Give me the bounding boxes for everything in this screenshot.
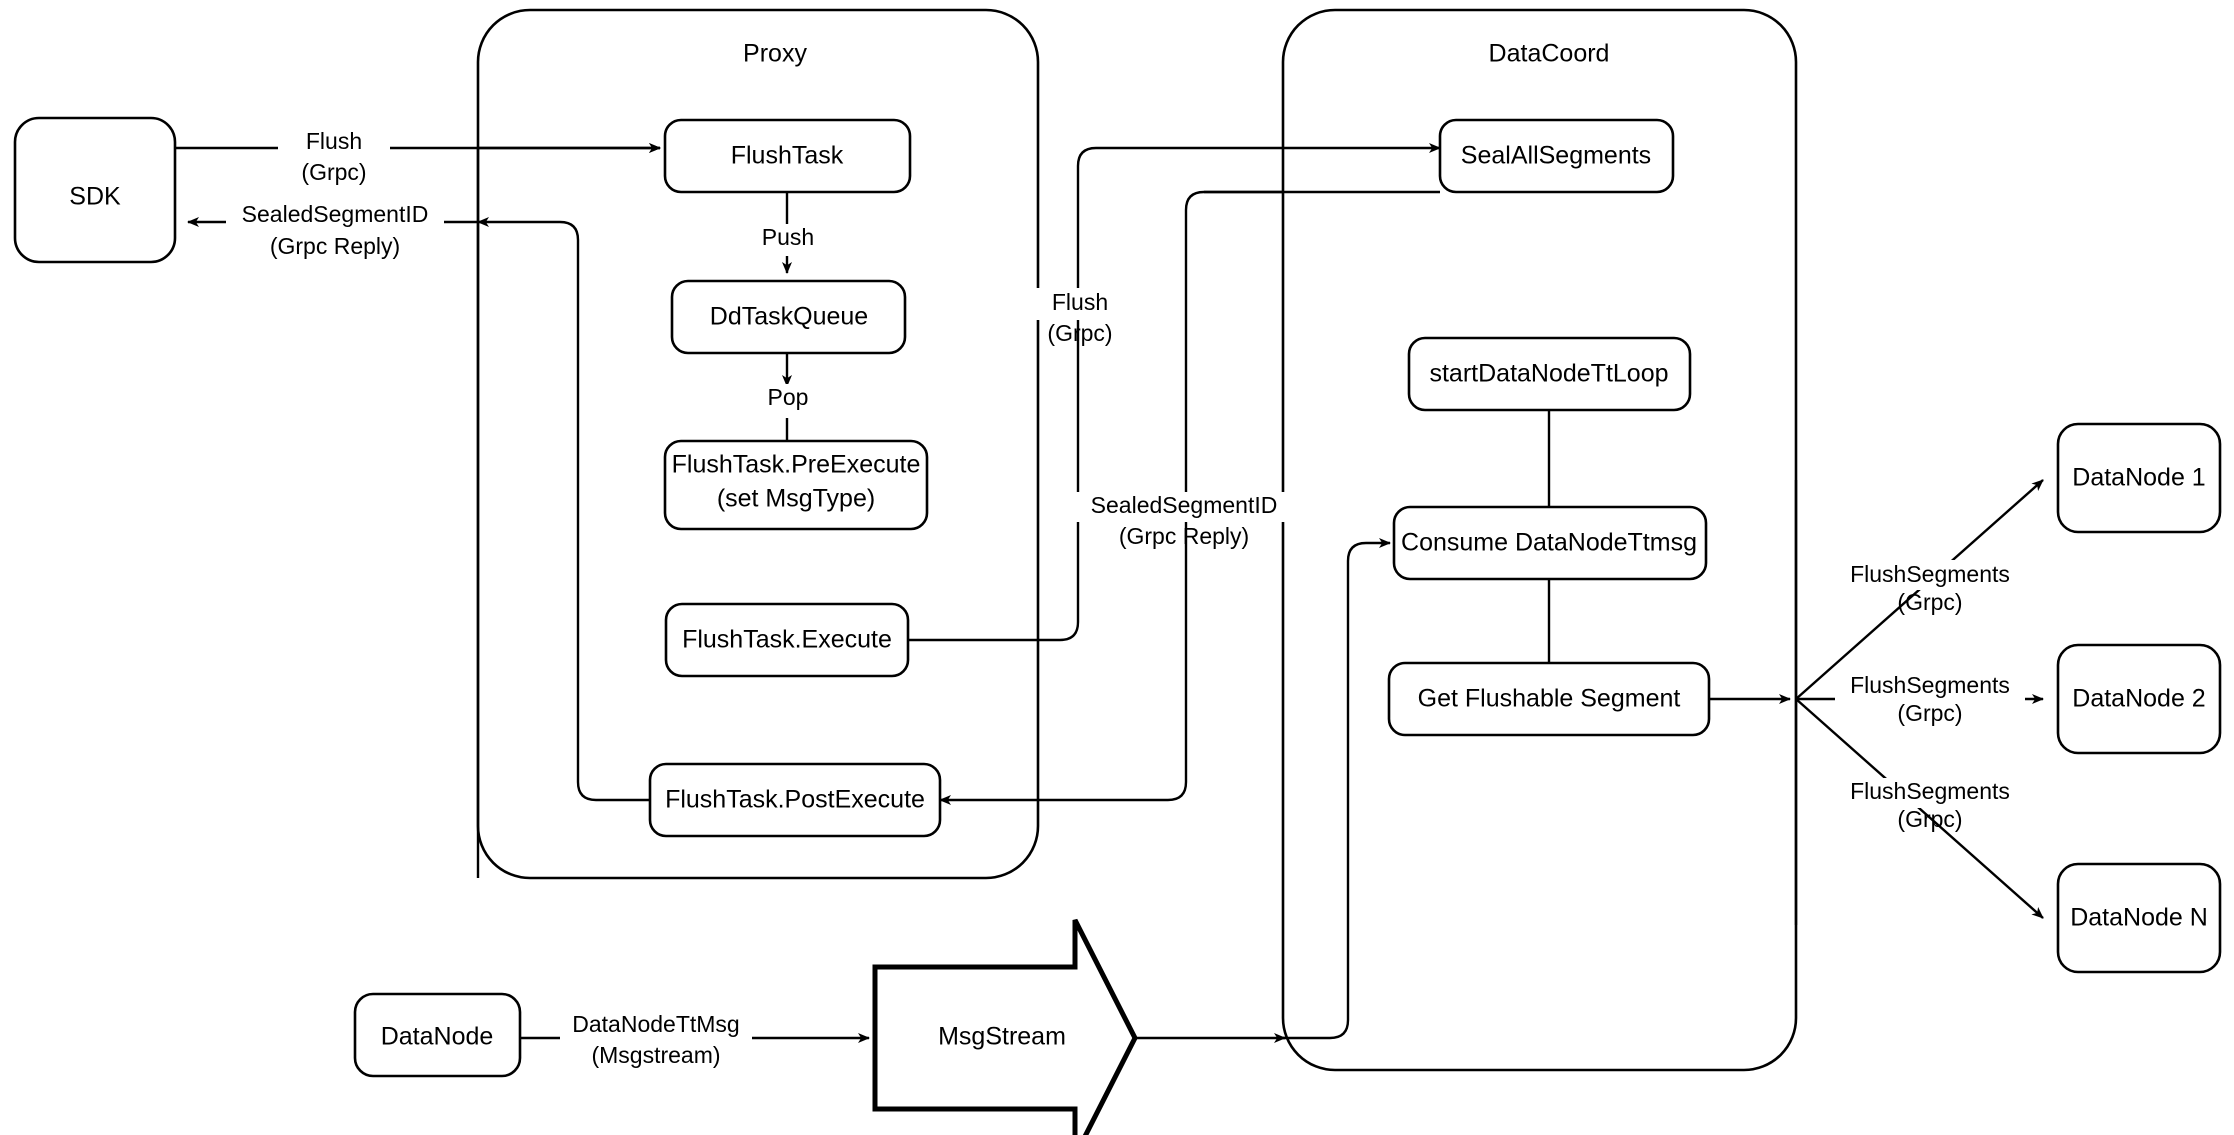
proxy-to-datacoord-label-line1: Flush	[1052, 289, 1108, 315]
get-flushable-segment-label: Get Flushable Segment	[1418, 685, 1681, 713]
node-sealallsegments[interactable]: SealAllSegments	[1438, 118, 1675, 194]
postexecute-box[interactable]	[648, 762, 942, 838]
flushsegments-2-label-line1: FlushSegments	[1850, 672, 2010, 698]
edge-label-datacoord-to-proxy: SealedSegmentID (Grpc Reply)	[1075, 492, 1297, 549]
sealallsegments-box[interactable]	[1438, 118, 1675, 194]
node-startdatanodettloop[interactable]: startDataNodeTtLoop	[1407, 336, 1692, 412]
node-flushtask[interactable]: FlushTask	[663, 118, 912, 194]
node-datanode-1[interactable]: DataNode 1	[2056, 422, 2222, 534]
edge-label-flushsegments-2: FlushSegments (Grpc)	[1835, 672, 2025, 726]
proxy-container-label: Proxy	[743, 40, 807, 68]
push-label: Push	[762, 224, 814, 250]
preexecute-box[interactable]	[663, 439, 929, 531]
edge-label-proxy-to-datacoord: Flush (Grpc)	[1028, 288, 1132, 346]
edge-label-pop: Pop	[758, 384, 820, 416]
flushtask-label: FlushTask	[731, 142, 844, 170]
sdk-label: SDK	[69, 183, 121, 211]
edge-label-datanode-to-msgstream: DataNodeTtMsg (Msgstream)	[560, 1011, 752, 1068]
edge-label-sdk-to-proxy: Flush (Grpc)	[278, 126, 390, 185]
edge-label-bg	[560, 1012, 752, 1040]
sdk-to-proxy-label-line1: Flush	[306, 128, 362, 154]
edge-label-proxy-to-sdk: SealedSegmentID (Grpc Reply)	[226, 200, 444, 259]
msgstream-arrow-shape[interactable]	[872, 918, 1138, 1135]
node-msgstream[interactable]: MsgStream	[872, 918, 1138, 1135]
edge-label-bg	[278, 126, 390, 158]
datanode2-box[interactable]	[2056, 643, 2222, 755]
datanode-bottom-box[interactable]	[353, 992, 522, 1078]
datacoord-to-proxy-label-line2: (Grpc Reply)	[1119, 523, 1249, 549]
sdk-box[interactable]	[13, 116, 177, 264]
edge-label-bg	[752, 224, 824, 256]
edge-label-flushsegments-1: FlushSegments (Grpc)	[1835, 560, 2025, 615]
node-ddtaskqueue[interactable]: DdTaskQueue	[670, 279, 907, 355]
node-datanode-n[interactable]: DataNode N	[2056, 862, 2222, 974]
datanode2-label: DataNode 2	[2072, 685, 2205, 713]
edge-label-bg	[1075, 492, 1297, 522]
flushtask-box[interactable]	[663, 118, 912, 194]
pop-label: Pop	[768, 384, 809, 410]
node-flushtask-preexecute[interactable]: FlushTask.PreExecute (set MsgType)	[663, 439, 929, 531]
edge-label-bg	[758, 384, 820, 416]
edge-label-bg	[226, 200, 444, 230]
edge-label-flushsegments-n: FlushSegments (Grpc)	[1835, 778, 2025, 832]
sealallsegments-label: SealAllSegments	[1461, 142, 1651, 170]
node-flushtask-execute[interactable]: FlushTask.Execute	[664, 602, 910, 678]
datanode-bottom-label: DataNode	[381, 1023, 494, 1051]
flushsegments-n-label-line2: (Grpc)	[1897, 806, 1962, 832]
flushsegments-2-label-line2: (Grpc)	[1897, 700, 1962, 726]
datanodeN-label: DataNode N	[2070, 904, 2208, 932]
flushsegments-1-label-line1: FlushSegments	[1850, 561, 2010, 587]
msgstream-label: MsgStream	[938, 1023, 1066, 1051]
edge-label-bg	[1028, 288, 1132, 320]
edge-postexecute-to-reply-rail	[477, 217, 650, 802]
edge-execute-to-datacoord	[908, 143, 1441, 642]
ddtaskqueue-box[interactable]	[670, 279, 907, 355]
ddtaskqueue-label: DdTaskQueue	[710, 303, 868, 331]
datacoord-container-label: DataCoord	[1489, 40, 1610, 68]
consume-datanodettmsg-box[interactable]	[1392, 505, 1708, 581]
execute-label: FlushTask.Execute	[682, 626, 892, 654]
node-datanode-2[interactable]: DataNode 2	[2056, 643, 2222, 755]
sdk-to-proxy-label-line2: (Grpc)	[301, 159, 366, 185]
startdatanodettloop-label: startDataNodeTtLoop	[1429, 360, 1668, 388]
postexecute-label: FlushTask.PostExecute	[665, 786, 925, 814]
edge-junction-to-datanodeN	[1795, 698, 2044, 919]
flushsegments-n-label-line1: FlushSegments	[1850, 778, 2010, 804]
datanode1-box[interactable]	[2056, 422, 2222, 534]
preexecute-label-line2: (set MsgType)	[717, 485, 875, 513]
datanodeN-box[interactable]	[2056, 862, 2222, 974]
edge-label-bg	[1835, 560, 2025, 590]
node-consume-datanodettmsg[interactable]: Consume DataNodeTtmsg	[1392, 505, 1708, 581]
proxy-to-datacoord-label-line2: (Grpc)	[1047, 320, 1112, 346]
edge-label-bg	[1835, 778, 2025, 808]
edge-label-push: Push	[752, 224, 824, 256]
proxy-to-sdk-label-line2: (Grpc Reply)	[270, 233, 400, 259]
node-flushtask-postexecute[interactable]: FlushTask.PostExecute	[648, 762, 942, 838]
proxy-to-sdk-label-line1: SealedSegmentID	[242, 201, 429, 227]
execute-box[interactable]	[664, 602, 910, 678]
node-get-flushable-segment[interactable]: Get Flushable Segment	[1387, 661, 1711, 737]
edge-msgstream-to-consume	[1283, 538, 1391, 1040]
edge-label-bg	[1835, 672, 2025, 702]
get-flushable-segment-box[interactable]	[1387, 661, 1711, 737]
datanode-to-msgstream-label-line2: (Msgstream)	[591, 1042, 720, 1068]
consume-datanodettmsg-label: Consume DataNodeTtmsg	[1401, 529, 1697, 557]
datanode-to-msgstream-label-line1: DataNodeTtMsg	[572, 1011, 739, 1037]
datanode1-label: DataNode 1	[2072, 464, 2205, 492]
node-datanode-bottom[interactable]: DataNode	[353, 992, 522, 1078]
datacoord-to-proxy-label-line1: SealedSegmentID	[1091, 492, 1278, 518]
startdatanodettloop-box[interactable]	[1407, 336, 1692, 412]
preexecute-label-line1: FlushTask.PreExecute	[672, 451, 921, 479]
node-sdk[interactable]: SDK	[13, 116, 177, 264]
flushsegments-1-label-line2: (Grpc)	[1897, 589, 1962, 615]
